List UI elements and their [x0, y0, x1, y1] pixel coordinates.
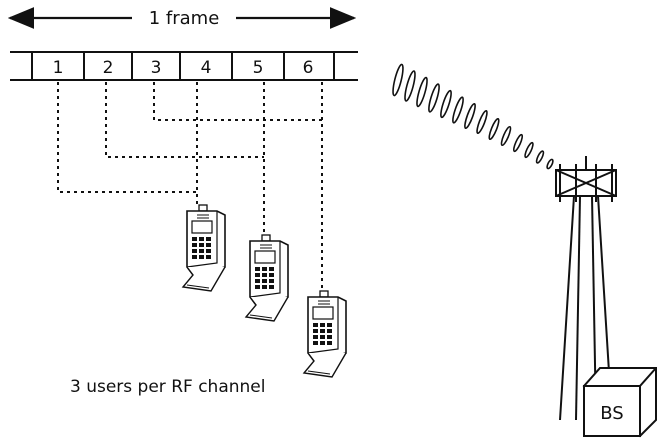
- slot-4: 4: [201, 58, 212, 78]
- mobile-phone-1-icon: [182, 204, 226, 292]
- tower-icon: [555, 156, 617, 421]
- frame-bar: [10, 51, 358, 81]
- connector-slot2: [105, 82, 264, 158]
- connector-slot1: [57, 82, 197, 193]
- mobile-phone-2-icon: [245, 234, 289, 322]
- caption: 3 users per RF channel: [70, 377, 265, 397]
- slot-2: 2: [103, 58, 114, 78]
- connector-slot3: [153, 82, 322, 121]
- base-station-label: BS: [600, 403, 623, 424]
- slot-3: 3: [151, 58, 162, 78]
- slot-connectors: [57, 82, 323, 292]
- frame-label: 1 frame: [149, 8, 220, 29]
- base-station-box: [582, 367, 657, 438]
- slot-6: 6: [303, 58, 314, 78]
- mobile-phone-3-icon: [303, 290, 347, 378]
- radio-waves-icon: [392, 63, 554, 170]
- slot-1: 1: [53, 58, 64, 78]
- slot-5: 5: [253, 58, 264, 78]
